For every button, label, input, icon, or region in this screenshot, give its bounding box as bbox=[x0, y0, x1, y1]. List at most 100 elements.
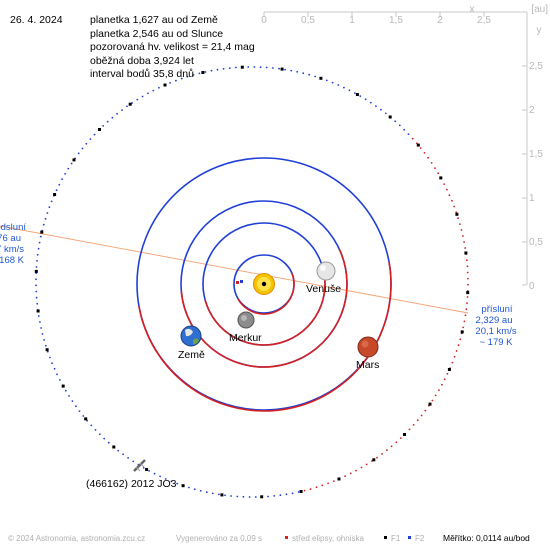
asteroid-orbit-dot bbox=[364, 98, 367, 101]
mars bbox=[357, 336, 379, 358]
asteroid-orbit-dot bbox=[466, 265, 469, 268]
asteroid-position-point bbox=[163, 83, 167, 87]
asteroid-orbit-dot bbox=[349, 472, 352, 475]
asteroid-orbit-dot bbox=[247, 66, 250, 68]
asteroid-orbit-dot bbox=[348, 89, 351, 92]
asteroid-orbit-dot bbox=[176, 482, 179, 485]
asteroid-orbit-dot bbox=[50, 200, 53, 203]
info-line-2: planetka 2,546 au od Slunce bbox=[90, 28, 223, 40]
y-tick-0: 2,5 bbox=[529, 61, 543, 72]
perihelion-line-1: přísluní bbox=[481, 304, 513, 315]
asteroid-orbit-dot bbox=[117, 449, 120, 452]
asteroid-orbit-dot bbox=[192, 74, 195, 76]
asteroid-position-point bbox=[403, 433, 406, 436]
mercury bbox=[237, 311, 255, 329]
asteroid-orbit-dot bbox=[211, 492, 214, 495]
asteroid-orbit-dot bbox=[446, 372, 449, 375]
asteroid-orbit-dot bbox=[81, 147, 84, 150]
asteroid-orbit-dot bbox=[285, 493, 288, 496]
asteroid-orbit-dot bbox=[267, 495, 269, 498]
asteroid-orbit-dot bbox=[35, 290, 38, 293]
asteroid-orbit-dot bbox=[199, 489, 202, 492]
asteroid-orbit-dot bbox=[423, 152, 426, 154]
asteroid-position-point bbox=[428, 402, 432, 406]
asteroid-orbit-dot bbox=[466, 271, 469, 274]
asteroid-orbit-dot bbox=[259, 66, 262, 69]
asteroid-orbit-dot bbox=[438, 389, 440, 391]
asteroid-orbit-dot bbox=[411, 137, 414, 140]
asteroid-orbit-dot bbox=[451, 199, 453, 202]
asteroid-orbit-dot bbox=[296, 70, 299, 73]
legend-f2: F2 bbox=[415, 534, 425, 543]
asteroid-orbit-dot bbox=[49, 356, 51, 359]
asteroid-orbit-dot bbox=[369, 101, 372, 104]
asteroid-position-point bbox=[128, 102, 132, 106]
asteroid-orbit-dot bbox=[35, 266, 38, 268]
legend-f1-icon bbox=[384, 536, 387, 539]
asteroid-position-point bbox=[84, 417, 88, 421]
asteroid-position-point bbox=[72, 158, 76, 162]
x-tick-3: 1,5 bbox=[389, 15, 403, 26]
asteroid-orbit-dot bbox=[416, 419, 419, 422]
asteroid-orbit-dot bbox=[398, 124, 401, 127]
asteroid-orbit-dot bbox=[248, 496, 251, 498]
footer-copyright: © 2024 Astronomia, astronomia.zcu.cz bbox=[8, 534, 145, 543]
asteroid-orbit-dot bbox=[35, 284, 37, 287]
asteroid-position-point bbox=[460, 330, 464, 334]
apsidal-line bbox=[0, 225, 469, 314]
perihelion-line-3: 20,1 km/s bbox=[475, 326, 516, 337]
asteroid-orbit-dot bbox=[464, 314, 467, 317]
asteroid-orbit-dot bbox=[78, 410, 81, 412]
asteroid-position-point bbox=[447, 368, 451, 371]
x-tick-2: 1 bbox=[349, 15, 355, 26]
asteroid-orbit-dot bbox=[344, 475, 346, 478]
asteroid-position-point bbox=[201, 71, 205, 74]
asteroid-orbit-dot bbox=[291, 492, 294, 495]
asteroid-position-point bbox=[98, 128, 101, 131]
axis-ticks bbox=[263, 12, 527, 286]
asteroid-orbit-dot bbox=[314, 75, 316, 78]
asteroid-orbit-dot bbox=[284, 68, 286, 71]
asteroid-orbit-dot bbox=[82, 415, 85, 417]
asteroid-position-point bbox=[112, 445, 116, 449]
asteroid-orbit-dot bbox=[55, 189, 58, 192]
asteroid-orbit-dot bbox=[448, 194, 451, 197]
asteroid-orbit-dot bbox=[77, 152, 80, 155]
asteroid-orbit-dot bbox=[71, 400, 74, 402]
asteroid-position-point bbox=[299, 490, 303, 493]
asteroid-position-point bbox=[145, 468, 149, 471]
asteroid-orbit-dot bbox=[39, 235, 42, 238]
asteroid-orbit-dot bbox=[235, 66, 237, 69]
asteroid-orbit-dot bbox=[381, 453, 383, 455]
focus-f2-marker bbox=[240, 280, 243, 283]
legend-center-icon bbox=[285, 536, 288, 539]
asteroid-orbit-dot bbox=[431, 399, 434, 402]
asteroid-marker-icon bbox=[133, 459, 146, 472]
legend-f2-icon bbox=[408, 536, 411, 539]
asteroid-orbit-dot bbox=[90, 424, 93, 427]
asteroid-orbit-dot bbox=[94, 429, 97, 431]
asteroid-orbit-dot bbox=[39, 321, 41, 323]
asteroid-orbit-dot bbox=[67, 167, 70, 170]
asteroid-orbit-dot bbox=[459, 223, 461, 226]
aphelion-line-2: 4,76 au bbox=[0, 233, 21, 244]
asteroid-orbit-dot bbox=[380, 108, 382, 111]
asteroid-orbit-dot bbox=[169, 82, 172, 84]
y-tick-2: 1,5 bbox=[529, 149, 543, 160]
asteroid-orbit-dot bbox=[98, 433, 101, 436]
asteroid-orbit-dot bbox=[466, 302, 468, 304]
asteroid-orbit-dot bbox=[111, 116, 114, 119]
asteroid-orbit-dot bbox=[453, 355, 456, 358]
asteroid-orbit-dot bbox=[170, 480, 173, 483]
x-tick-1: 0,5 bbox=[301, 15, 315, 26]
asteroid-orbit-dot bbox=[68, 395, 70, 397]
asteroid-orbit-dot bbox=[303, 489, 306, 492]
asteroid-orbit-dot bbox=[384, 112, 387, 115]
x-tick-4: 2 bbox=[437, 15, 443, 26]
asteroid-position-point bbox=[455, 212, 459, 216]
asteroid-orbit-dot bbox=[390, 445, 393, 448]
asteroid-orbit-dot bbox=[36, 260, 38, 262]
asteroid-orbit-dot bbox=[59, 379, 61, 381]
asteroid-position-point bbox=[439, 176, 443, 180]
